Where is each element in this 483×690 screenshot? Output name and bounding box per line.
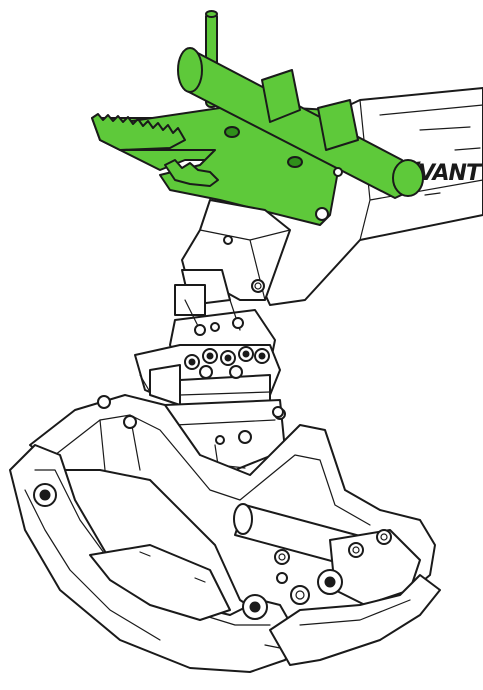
highlighted-mount-bracket [91, 10, 424, 226]
link-hanger [174, 199, 291, 316]
grapple-frame [29, 394, 436, 631]
grapple-jaw-left [9, 444, 301, 673]
grapple-jaw-right [269, 574, 441, 666]
boom-logo-text: VANT [418, 161, 483, 186]
